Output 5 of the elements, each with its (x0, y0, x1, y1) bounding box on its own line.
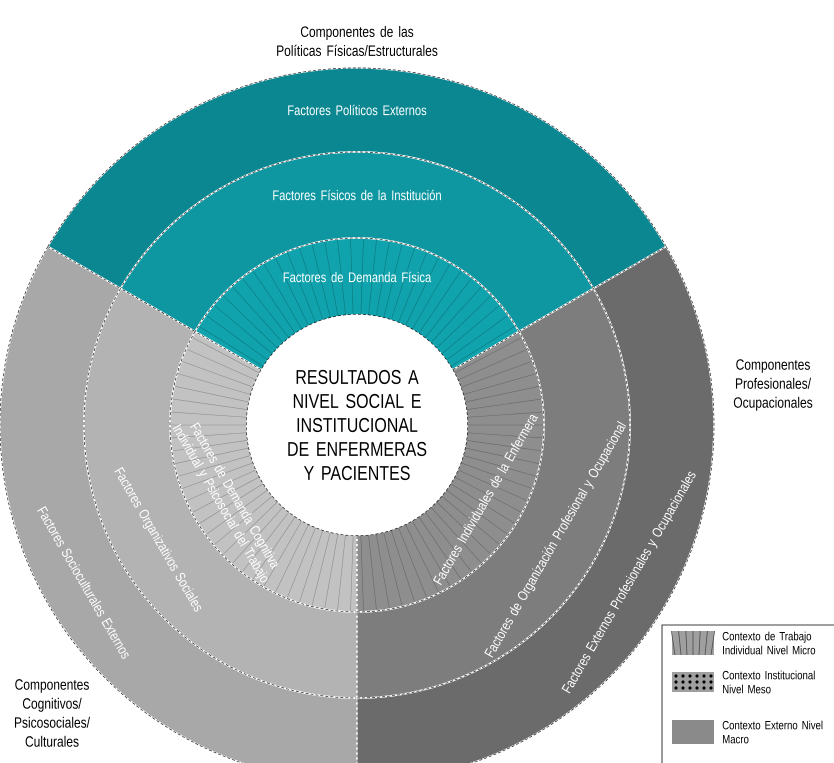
legend-label: Contexto de Trabajo Individual Nivel Micro (722, 632, 816, 654)
ring-segment: Factores de Demanda Física (194, 237, 520, 371)
group-heading: Componentes Profesionales/ Ocupacionales (734, 359, 812, 411)
legend-label: Contexto Externo Nivel Macro (722, 720, 822, 744)
legend-label: Contexto Institucional Nivel Meso (722, 670, 815, 694)
